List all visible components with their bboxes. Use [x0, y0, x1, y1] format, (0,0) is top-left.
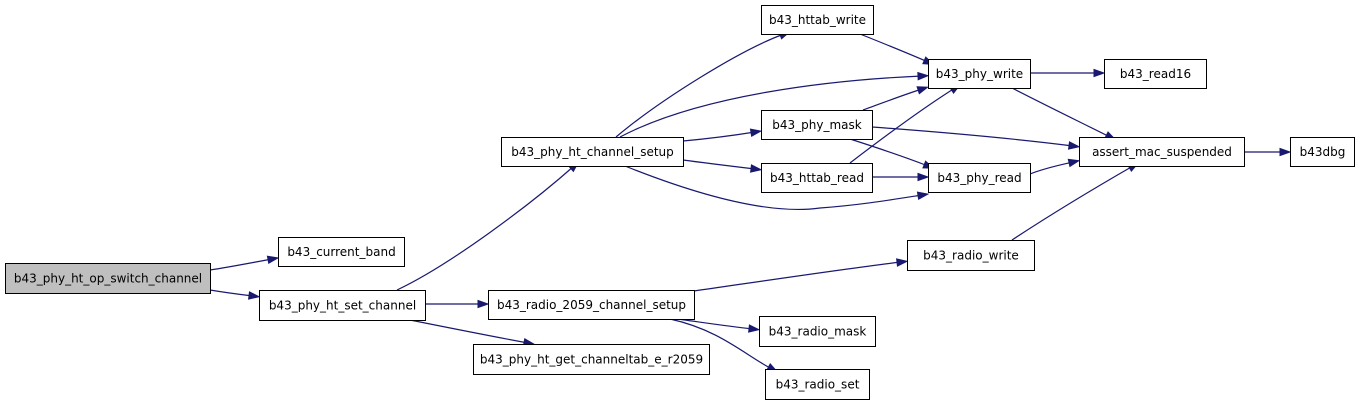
node-label: b43_phy_ht_op_switch_channel	[14, 272, 202, 286]
edge-channel-setup-to-phy-read	[624, 165, 923, 211]
node-label: b43_radio_set	[776, 378, 860, 392]
node-op-switch[interactable]: b43_phy_ht_op_switch_channel	[5, 263, 211, 294]
node-label: b43_radio_write	[923, 249, 1019, 263]
edge-set-channel-to-radio-setup-arrowhead	[477, 299, 490, 309]
edge-assert-mac-to-b43dbg-arrowhead	[1279, 147, 1292, 157]
edge-radio-setup-to-radio-write-arrowhead	[896, 258, 909, 267]
node-assert-mac[interactable]: assert_mac_suspended	[1079, 137, 1245, 167]
node-box	[278, 237, 405, 267]
node-label: b43_phy_ht_get_channeltab_e_r2059	[480, 353, 703, 367]
edge-set-channel-to-channel-setup	[396, 165, 575, 291]
edge-phy-read-to-assert-mac	[1029, 161, 1074, 175]
edge-phy-mask-to-phy-read	[849, 138, 929, 167]
node-b43dbg[interactable]: b43dbg	[1290, 137, 1355, 167]
edge-op-switch-to-set-channel	[209, 289, 254, 297]
node-read16[interactable]: b43_read16	[1104, 59, 1207, 89]
node-box	[928, 163, 1031, 193]
node-box	[761, 163, 873, 193]
edge-phy-mask-to-assert-mac	[871, 126, 1074, 147]
node-box	[928, 59, 1031, 89]
edge-phy-mask-to-assert-mac-arrowhead	[1067, 141, 1081, 150]
edge-radio-setup-to-radio-set	[669, 318, 773, 370]
node-label: b43_phy_ht_channel_setup	[511, 145, 674, 159]
node-box	[259, 290, 426, 321]
node-box	[488, 290, 695, 320]
node-box	[761, 110, 873, 140]
edge-channel-setup-to-phy-mask	[682, 131, 756, 142]
edge-phy-write-to-read16-arrowhead	[1093, 68, 1106, 78]
edge-phy-mask-to-phy-write-arrowhead	[916, 86, 930, 95]
edge-channel-setup-to-phy-read-arrowhead	[916, 191, 930, 200]
node-label: b43_phy_ht_set_channel	[269, 299, 416, 313]
edge-op-switch-to-set-channel-arrowhead	[248, 291, 261, 300]
edge-phy-mask-to-phy-write	[862, 88, 923, 111]
node-label: b43_phy_read	[937, 171, 1021, 185]
node-label: b43_httab_write	[769, 13, 866, 27]
node-channel-setup[interactable]: b43_phy_ht_channel_setup	[501, 137, 684, 167]
node-box	[765, 369, 870, 400]
edge-radio-write-to-assert-mac	[1011, 165, 1134, 241]
node-box	[1079, 137, 1245, 167]
edge-channel-setup-to-phy-mask-arrowhead	[749, 128, 763, 137]
node-radio-write[interactable]: b43_radio_write	[907, 240, 1035, 271]
edge-channel-setup-to-phy-write	[619, 75, 923, 138]
node-set-channel[interactable]: b43_phy_ht_set_channel	[259, 290, 426, 321]
node-label: b43dbg	[1300, 145, 1346, 159]
node-httab-write[interactable]: b43_httab_write	[761, 5, 874, 35]
node-box	[907, 240, 1035, 271]
call-graph-nodes: b43_phy_ht_op_switch_channel b43_current_…	[5, 5, 1355, 400]
node-box	[1104, 59, 1207, 89]
node-httab-read[interactable]: b43_httab_read	[761, 163, 873, 193]
node-phy-mask[interactable]: b43_phy_mask	[761, 110, 873, 140]
edge-phy-read-to-assert-mac-arrowhead	[1067, 158, 1081, 168]
edge-op-switch-to-current-band-arrowhead	[266, 255, 280, 265]
edge-channel-setup-to-httab-read-arrowhead	[750, 164, 763, 173]
edge-set-channel-to-get-channeltab	[409, 319, 529, 344]
edge-channel-setup-to-httab-write	[615, 33, 785, 138]
node-radio-setup[interactable]: b43_radio_2059_channel_setup	[488, 290, 695, 320]
edge-channel-setup-to-httab-read	[682, 159, 756, 170]
node-box	[1290, 137, 1355, 167]
node-label: b43_read16	[1120, 67, 1191, 81]
node-get-channeltab[interactable]: b43_phy_ht_get_channeltab_e_r2059	[473, 344, 710, 375]
node-current-band[interactable]: b43_current_band	[278, 237, 405, 267]
node-label: b43_radio_2059_channel_setup	[497, 298, 686, 312]
node-phy-write[interactable]: b43_phy_write	[928, 59, 1031, 89]
node-label: b43_httab_read	[770, 171, 864, 185]
node-box	[473, 344, 710, 375]
edge-radio-setup-to-radio-write	[693, 261, 902, 292]
node-label: b43_phy_mask	[772, 118, 862, 132]
node-box	[759, 316, 876, 347]
edge-httab-read-to-phy-write	[849, 87, 956, 164]
node-box	[761, 5, 874, 35]
node-label: b43_radio_mask	[769, 325, 867, 339]
edge-channel-setup-to-phy-write-arrowhead	[917, 71, 930, 81]
edge-radio-setup-to-radio-mask-arrowhead	[748, 324, 761, 333]
node-phy-read[interactable]: b43_phy_read	[928, 163, 1031, 193]
call-graph-edges	[209, 31, 1292, 373]
node-label: assert_mac_suspended	[1092, 145, 1232, 159]
node-label: b43_current_band	[287, 245, 395, 259]
edge-httab-write-to-phy-write	[859, 33, 929, 63]
node-box	[501, 137, 684, 167]
node-label: b43_phy_write	[936, 67, 1023, 81]
node-radio-mask[interactable]: b43_radio_mask	[759, 316, 876, 347]
edge-op-switch-to-current-band	[209, 258, 273, 271]
edge-phy-write-to-assert-mac	[1011, 87, 1111, 138]
node-radio-set[interactable]: b43_radio_set	[765, 369, 870, 400]
edge-httab-read-to-phy-read-arrowhead	[917, 172, 930, 182]
node-box	[5, 263, 211, 294]
